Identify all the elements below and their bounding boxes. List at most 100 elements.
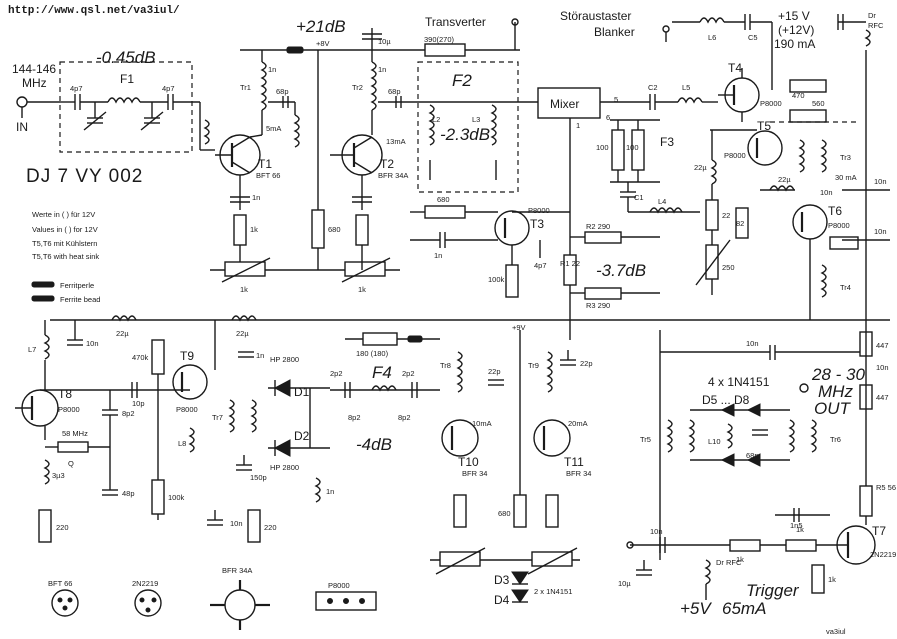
transistor-t11: [533, 419, 571, 457]
output-label: OUT: [814, 399, 852, 418]
transistor-t6: [792, 204, 828, 240]
t6-label: T6: [828, 204, 842, 218]
pinout-2n2219-label: 2N2219: [132, 579, 158, 588]
svg-text:L5: L5: [682, 83, 690, 92]
legend-line-2: Values in ( ) for 12V: [32, 225, 98, 234]
resistor-220-d: [247, 509, 261, 543]
svg-text:100k: 100k: [168, 493, 185, 502]
pinout-bfr34a-label: BFR 34A: [222, 566, 252, 575]
pinout-p8000-label: P8000: [328, 581, 350, 590]
t7-type: 2N2219: [870, 550, 896, 559]
svg-text:1k: 1k: [796, 525, 804, 534]
mixer-block: [537, 87, 601, 119]
svg-text:10n: 10n: [746, 339, 759, 348]
svg-text:L2: L2: [432, 115, 440, 124]
resistor-680-t3: [424, 205, 466, 219]
svg-text:5: 5: [614, 95, 618, 104]
t1-type: BFT 66: [256, 171, 280, 180]
d3-label: D3: [494, 573, 510, 587]
t3-type: P8000: [528, 206, 550, 215]
filter-f2-label: F2: [452, 71, 472, 90]
svg-text:220: 220: [264, 523, 277, 532]
svg-text:10n: 10n: [230, 519, 243, 528]
filter-f1-box: [59, 61, 193, 153]
svg-text:150p: 150p: [250, 473, 267, 482]
t7-label: T7: [872, 524, 886, 538]
t4-label: T4: [728, 61, 742, 75]
supply-line-1: +15 V: [778, 9, 810, 23]
legend-line-5: Ferritperle: [60, 281, 94, 290]
svg-text:680: 680: [328, 225, 341, 234]
resistor-390: [424, 43, 466, 57]
t6-type: P8000: [828, 221, 850, 230]
svg-text:Tr8: Tr8: [440, 361, 451, 370]
svg-text:447: 447: [876, 393, 889, 402]
resistor-250: [705, 244, 719, 280]
blanker-connector: [662, 25, 670, 33]
f2-loss: -2.3dB: [440, 125, 490, 144]
svg-text:L6: L6: [708, 33, 716, 42]
diodes-type: 4 x 1N4151: [708, 375, 770, 389]
mixer-loss: -3.7dB: [596, 261, 646, 280]
c-4p7-b: 4p7: [162, 84, 175, 93]
svg-text:470: 470: [792, 91, 805, 100]
legend-line-6: Ferrite bead: [60, 295, 100, 304]
svg-text:22µ: 22µ: [116, 329, 129, 338]
t5-label: T5: [757, 119, 771, 133]
resistor-t11: [545, 494, 559, 528]
t9-type: P8000: [176, 405, 198, 414]
resistor-220-osc: [38, 509, 52, 543]
svg-text:470k: 470k: [132, 353, 149, 362]
svg-text:Tr9: Tr9: [528, 361, 539, 370]
svg-text:8p2: 8p2: [348, 413, 361, 422]
svg-text:10n: 10n: [874, 227, 887, 236]
inductor-l5: [677, 97, 703, 104]
svg-text:10µ: 10µ: [618, 579, 631, 588]
resistor-r1: [563, 254, 577, 286]
svg-text:Dr: Dr: [868, 11, 876, 20]
t2-type: BFR 34A: [378, 171, 408, 180]
inductor-l4: [649, 207, 683, 214]
output-connector-icon: [799, 383, 809, 393]
resistor-82: [735, 207, 749, 239]
svg-text:68p: 68p: [746, 451, 759, 460]
svg-text:680: 680: [498, 509, 511, 518]
svg-text:1n: 1n: [268, 65, 276, 74]
t8-label: T8: [58, 387, 72, 401]
transistor-t5: [747, 130, 783, 166]
hp2800-top: HP 2800: [270, 355, 299, 364]
input-connector-icon: [16, 96, 28, 108]
filter-f3-label: F3: [660, 135, 674, 149]
svg-text:100: 100: [626, 143, 639, 152]
blanker-line-1: Störaustaster: [560, 9, 631, 23]
legend-line-1: Werte in ( ) für 12V: [32, 210, 95, 219]
svg-text:22p: 22p: [580, 359, 593, 368]
svg-text:1n: 1n: [378, 65, 386, 74]
transistor-t9: [172, 364, 208, 400]
resistor-560: [789, 109, 827, 123]
svg-text:1k: 1k: [736, 555, 744, 564]
inductor-l1: [107, 97, 141, 104]
resistor-680: [311, 209, 325, 249]
resistor-r5: [859, 485, 873, 517]
svg-text:RFC: RFC: [868, 21, 884, 30]
ferrite-bead-1: [286, 46, 304, 54]
svg-text:10mA: 10mA: [472, 419, 492, 428]
resistor-100k: [505, 264, 519, 298]
svg-text:10n: 10n: [820, 188, 833, 197]
svg-text:2p2: 2p2: [402, 369, 415, 378]
svg-text:220: 220: [56, 523, 69, 532]
svg-text:22µ: 22µ: [236, 329, 249, 338]
resistor-t2-emitter: [355, 214, 369, 246]
svg-text:10n: 10n: [874, 177, 887, 186]
svg-text:L8: L8: [178, 439, 186, 448]
svg-text:4p7: 4p7: [534, 261, 547, 270]
t11-type: BFR 34: [566, 469, 591, 478]
t4-type: P8000: [760, 99, 782, 108]
filter-f2-box: [417, 61, 519, 193]
svg-text:100k: 100k: [488, 275, 505, 284]
transistor-t10: [441, 419, 479, 457]
svg-text:680: 680: [437, 195, 450, 204]
svg-text:R3 290: R3 290: [586, 301, 610, 310]
svg-text:C5: C5: [748, 33, 758, 42]
